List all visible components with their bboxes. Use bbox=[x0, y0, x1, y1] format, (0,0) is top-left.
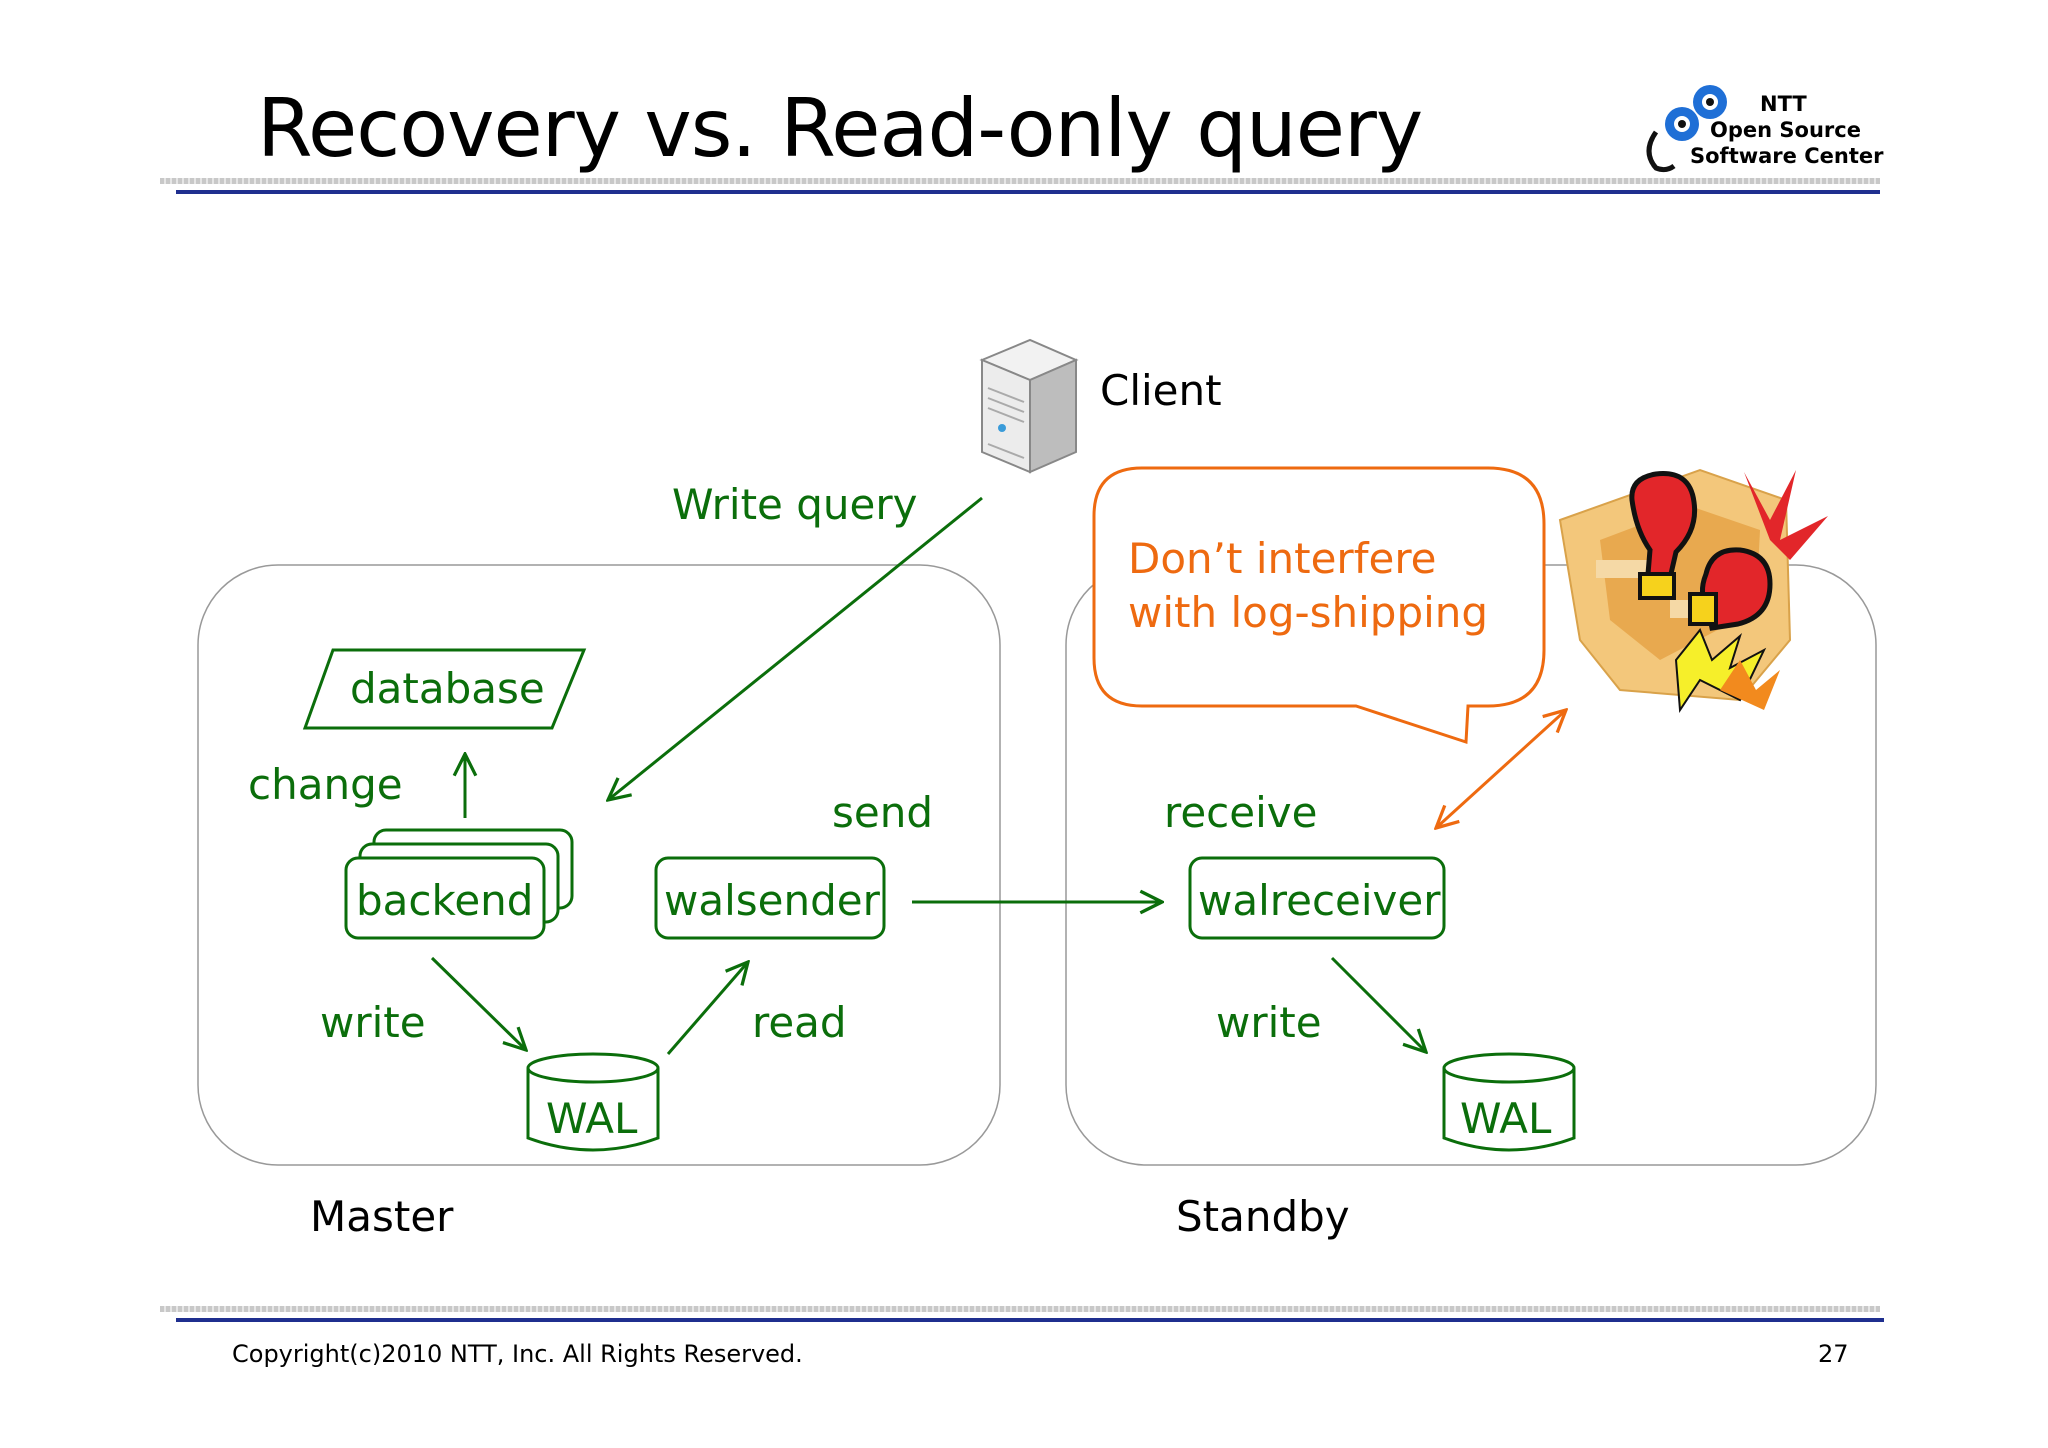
conflict-arrow bbox=[1436, 710, 1566, 828]
logo-line-open-source: Open Source bbox=[1710, 118, 1861, 142]
logo-line-ntt: NTT bbox=[1760, 92, 1807, 116]
change-label: change bbox=[248, 760, 403, 809]
standby-wal-node bbox=[1442, 1052, 1576, 1152]
database-node bbox=[302, 648, 587, 730]
client-label: Client bbox=[1100, 366, 1222, 415]
logo-line-software-center: Software Center bbox=[1690, 144, 1884, 168]
backend-node bbox=[344, 856, 546, 940]
standby-write-label: write bbox=[1216, 998, 1322, 1047]
walreceiver-node bbox=[1188, 856, 1446, 940]
server-tower-icon bbox=[979, 338, 1079, 474]
header-rule-blue bbox=[176, 190, 1880, 194]
header-rule-gray bbox=[160, 178, 1880, 184]
standby-label: Standby bbox=[1176, 1192, 1350, 1241]
master-write-arrow bbox=[430, 956, 526, 1050]
callout-line-2: with log-shipping bbox=[1128, 588, 1489, 637]
footer-rule-gray bbox=[160, 1306, 1880, 1312]
master-write-label: write bbox=[320, 998, 426, 1047]
standby-wal-label: WAL bbox=[1460, 1094, 1552, 1143]
boxing-gloves-fight-icon bbox=[1558, 468, 1828, 713]
read-label: read bbox=[752, 998, 847, 1047]
receive-label: receive bbox=[1164, 788, 1318, 837]
write-query-label: Write query bbox=[672, 480, 918, 529]
walreceiver-label: walreceiver bbox=[1198, 876, 1441, 925]
callout-bubble bbox=[1092, 466, 1546, 745]
callout-line-1: Don’t interfere bbox=[1128, 534, 1437, 583]
footer-rule-blue bbox=[176, 1318, 1884, 1322]
master-wal-label: WAL bbox=[546, 1094, 638, 1143]
read-arrow bbox=[666, 962, 748, 1055]
backend-label: backend bbox=[356, 876, 534, 925]
copyright-text: Copyright(c)2010 NTT, Inc. All Rights Re… bbox=[232, 1340, 803, 1368]
slide-title: Recovery vs. Read-only query bbox=[257, 82, 1423, 175]
standby-write-arrow bbox=[1330, 956, 1426, 1052]
walsender-node bbox=[654, 856, 886, 940]
page-number: 27 bbox=[1818, 1340, 1849, 1368]
write-query-arrow bbox=[608, 496, 983, 800]
ntt-oss-rings-icon bbox=[1646, 85, 1727, 173]
database-label: database bbox=[350, 664, 545, 713]
master-label: Master bbox=[310, 1192, 454, 1241]
ntt-logo: NTT Open Source Software Center bbox=[1632, 80, 1892, 180]
master-container bbox=[197, 564, 1001, 1166]
walsender-label: walsender bbox=[664, 876, 880, 925]
send-label: send bbox=[832, 788, 934, 837]
master-wal-node bbox=[526, 1052, 660, 1152]
